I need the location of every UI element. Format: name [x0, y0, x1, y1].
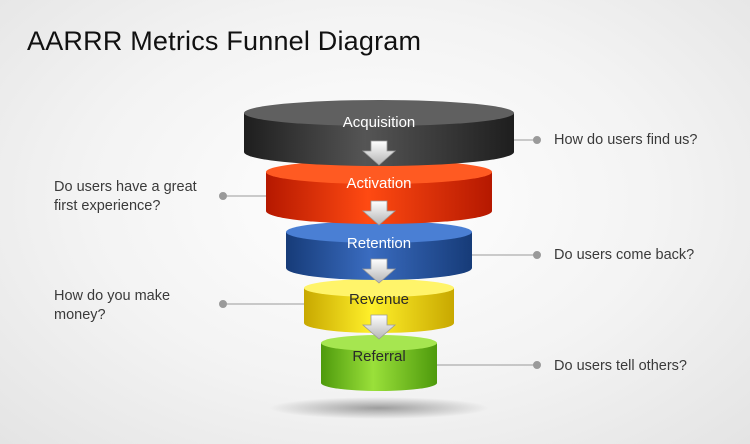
question-revenue: How do you make money?	[54, 288, 171, 323]
connector-dot	[533, 361, 541, 369]
down-arrow-icon	[361, 140, 397, 166]
connector-dot	[533, 136, 541, 144]
stage-acquisition	[244, 100, 514, 166]
stage-label-referral: Referral	[352, 348, 406, 365]
connector-dot	[219, 300, 227, 308]
question-retention: Do users come back?	[554, 247, 695, 263]
down-arrow-icon	[361, 314, 397, 340]
stage-label-retention: Retention	[346, 235, 412, 252]
connector-dot	[533, 251, 541, 259]
down-arrow-icon	[361, 200, 397, 226]
question-acquisition: How do users find us?	[554, 132, 698, 148]
stage-label-revenue: Revenue	[348, 291, 410, 308]
page-title: AARRR Metrics Funnel Diagram	[27, 26, 422, 56]
down-arrow-icon	[361, 258, 397, 284]
connector-dot	[219, 192, 227, 200]
stage-label-acquisition: Acquisition	[342, 114, 416, 131]
stage-referral	[321, 335, 437, 391]
stage-revenue	[304, 279, 454, 333]
funnel-shadow	[269, 397, 489, 419]
stage-activation	[266, 160, 492, 224]
stage-label-activation: Activation	[346, 175, 412, 192]
question-referral: Do users tell others?	[554, 358, 687, 374]
stage-retention	[286, 221, 472, 280]
question-activation: Do users have a great first experience?	[54, 179, 197, 214]
